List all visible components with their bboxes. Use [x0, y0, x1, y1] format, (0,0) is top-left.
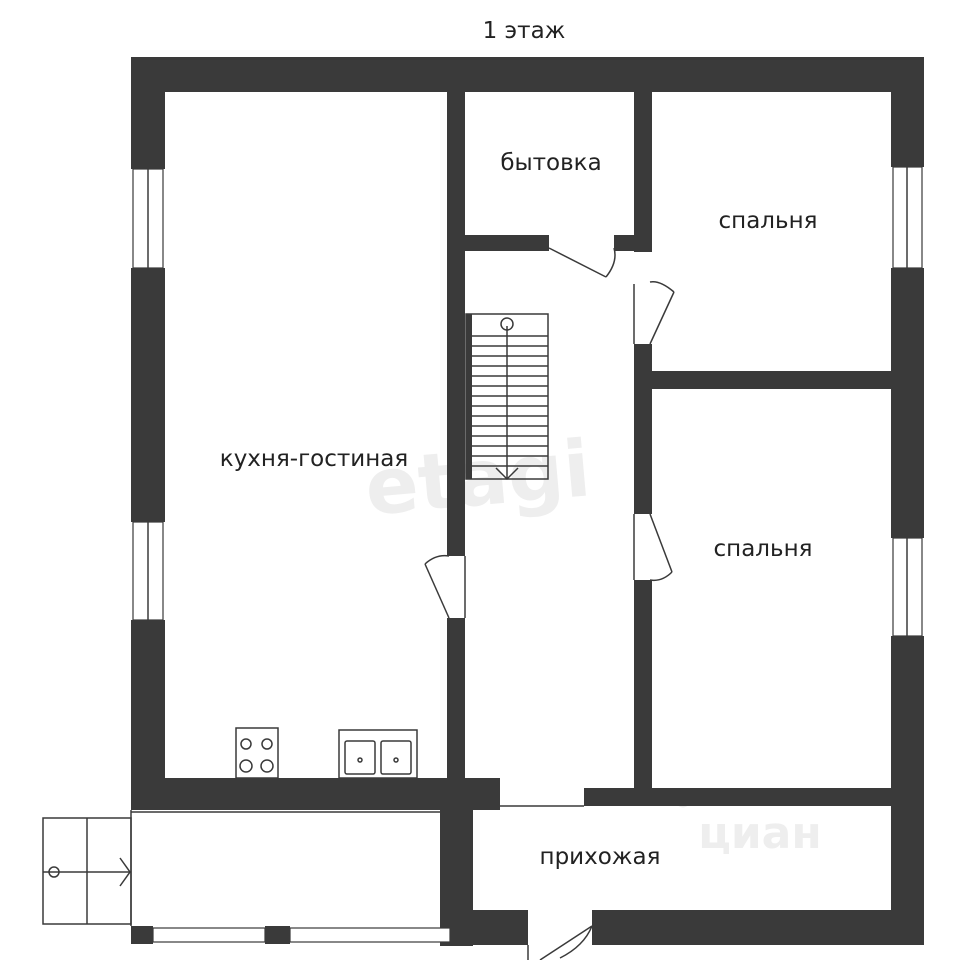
- room-label-hallway: прихожая: [540, 844, 661, 870]
- doors: [424, 247, 675, 960]
- windows: [132, 166, 923, 637]
- porch-window-1: [152, 927, 266, 943]
- room-label-utility: бытовка: [500, 150, 601, 176]
- hallway-bottom-wall-2: [592, 910, 924, 945]
- porch-window-2: [289, 927, 451, 943]
- stairs-start-icon: [48, 866, 60, 878]
- bedroom-divider-wall: [652, 371, 891, 389]
- door-entrance: [527, 925, 593, 960]
- window-left-2: [132, 521, 164, 621]
- room-label-bedroom-top: спальня: [719, 208, 818, 234]
- door-bedroom-bottom: [633, 513, 673, 582]
- hallway-right-wall: [891, 806, 924, 945]
- stairs-start-icon: [500, 317, 514, 331]
- door-bedroom-top: [633, 280, 675, 345]
- kitchen-sink: [338, 729, 418, 779]
- outer-wall-left-1: [131, 57, 165, 169]
- arrow-right-icon: [119, 857, 131, 887]
- room-label-kitchen-living: кухня-гостиная: [220, 446, 408, 472]
- corridor-bedroom-wall-1: [634, 344, 652, 514]
- hallway-bottom-wall-1: [440, 910, 528, 945]
- utility-right-wall: [634, 92, 652, 252]
- hallway-top-wall-2: [584, 788, 924, 806]
- outer-wall-right-1: [891, 57, 924, 167]
- kitchen-corridor-wall-1: [447, 92, 465, 556]
- arrow-down-icon: [495, 467, 519, 481]
- corridor-bedroom-wall-2: [634, 580, 652, 806]
- outer-wall-left-2: [131, 268, 165, 522]
- floor-title: 1 этаж: [483, 18, 566, 44]
- window-right-1: [892, 166, 923, 269]
- door-kitchen: [424, 554, 466, 619]
- kitchen-bottom-wall: [131, 778, 500, 810]
- walls: [131, 57, 924, 946]
- outer-wall-right-2: [891, 268, 924, 538]
- stove: [235, 727, 279, 779]
- outer-wall-top: [131, 57, 924, 92]
- window-right-2: [892, 537, 923, 637]
- hallway-top-wall-1: [465, 788, 500, 806]
- utility-wall-2: [614, 235, 634, 251]
- door-utility: [548, 247, 616, 278]
- utility-wall-1: [465, 235, 549, 251]
- room-label-bedroom-bottom: спальня: [714, 536, 813, 562]
- porch: [42, 810, 451, 944]
- window-left-1: [132, 168, 164, 269]
- kitchen-corridor-wall-2: [447, 618, 465, 778]
- staircase: [465, 313, 549, 481]
- cian-watermark: циан: [698, 808, 822, 859]
- outer-wall-right-3: [891, 636, 924, 806]
